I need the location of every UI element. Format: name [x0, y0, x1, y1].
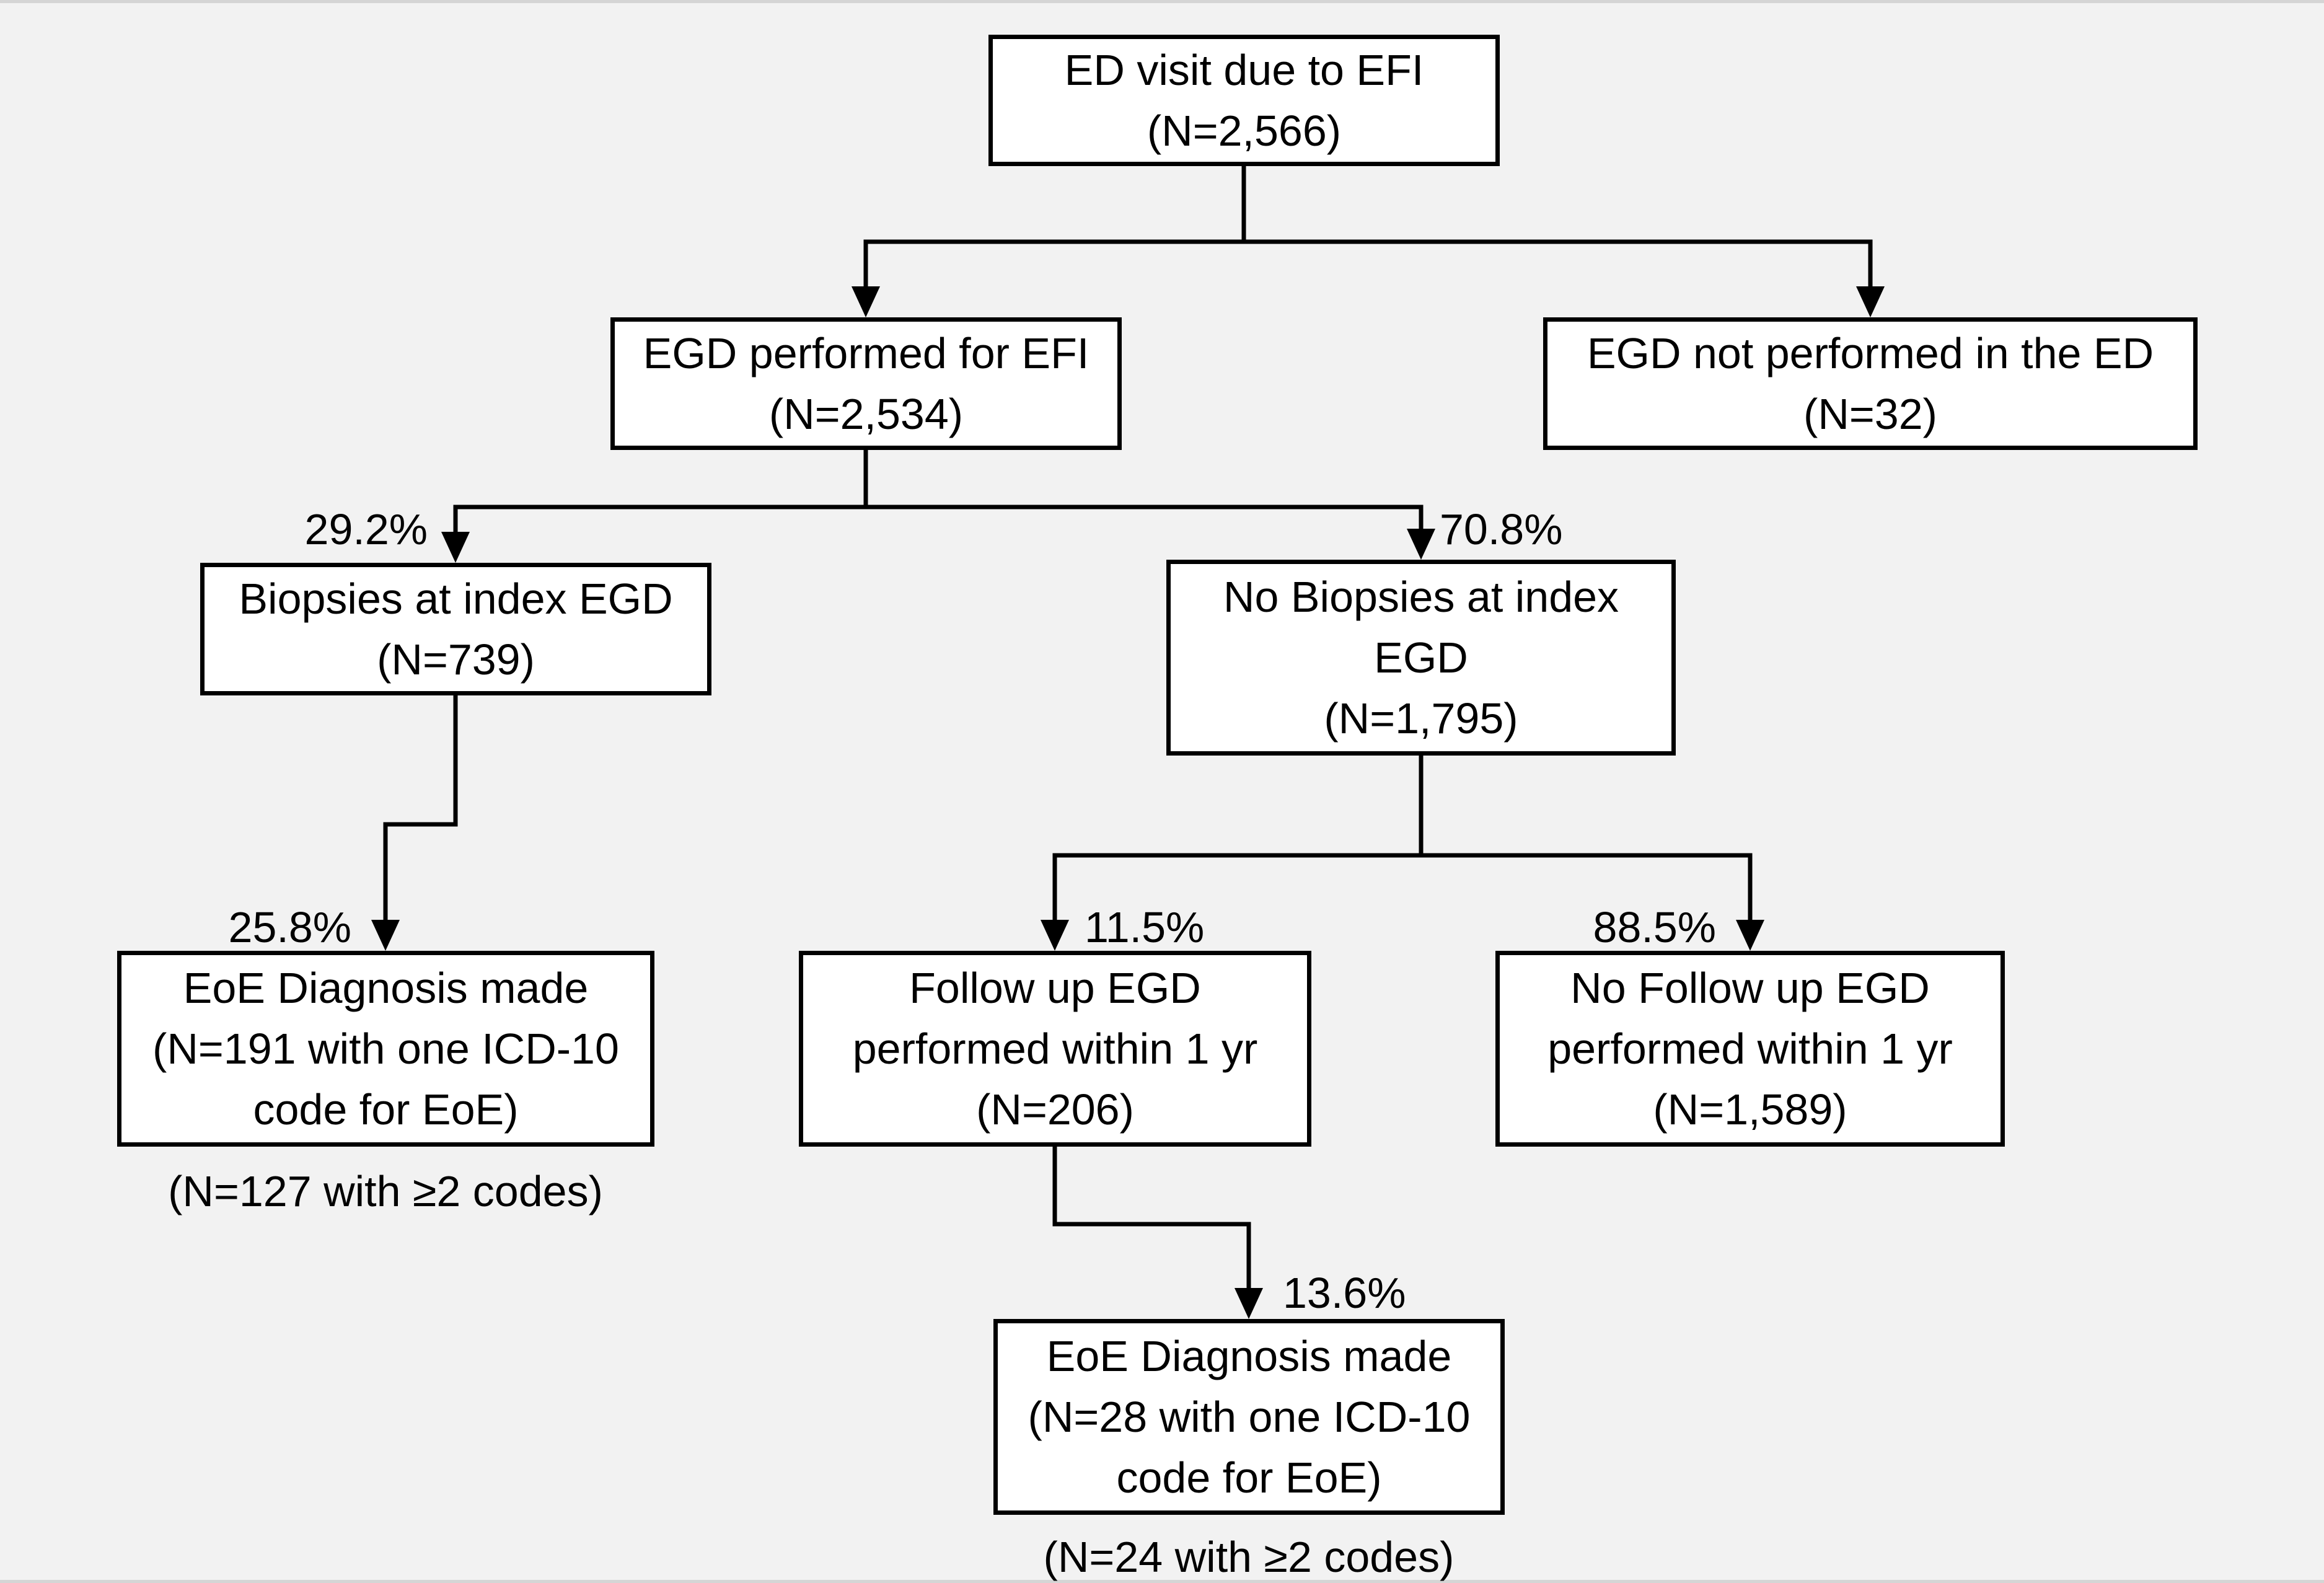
node-line: EoE Diagnosis made: [183, 964, 589, 1012]
node-line: (N=2,534): [768, 390, 964, 438]
node-line: (N=28 with one ICD-10: [1028, 1393, 1471, 1441]
node-line: ED visit due to EFI: [1064, 46, 1424, 94]
edge-label-no-biopsies-pct: 70.8%: [1440, 505, 1563, 553]
node-line: performed within 1 yr: [852, 1025, 1258, 1073]
node-line: (N=191 with one ICD-10: [152, 1025, 619, 1073]
node-line: (N=1,795): [1324, 694, 1518, 743]
node-line: EGD performed for EFI: [643, 329, 1089, 377]
node-line: Follow up EGD: [909, 964, 1201, 1012]
node-followup-egd: Follow up EGD performed within 1 yr (N=2…: [799, 951, 1311, 1147]
arrowhead-to-eoe-dx-followup: [1235, 1288, 1263, 1319]
node-line: EGD: [1374, 633, 1468, 682]
caption-codes-followup: (N=24 with ≥2 codes): [1043, 1533, 1455, 1581]
node-biopsies-index: Biopsies at index EGD (N=739): [200, 563, 711, 695]
edge-label-followup-pct: 11.5%: [1085, 903, 1205, 951]
node-line: (N=206): [976, 1085, 1134, 1134]
node-no-followup-egd: No Follow up EGD performed within 1 yr (…: [1495, 951, 2005, 1147]
node-line: (N=32): [1803, 390, 1937, 438]
node-line: EGD not performed in the ED: [1587, 329, 2154, 377]
node-line: No Biopsies at index: [1223, 573, 1619, 621]
arrowhead-to-egd-performed: [852, 286, 880, 317]
node-line: performed within 1 yr: [1547, 1025, 1953, 1073]
node-line: Biopsies at index EGD: [239, 575, 673, 623]
node-eoe-dx-followup: EoE Diagnosis made (N=28 with one ICD-10…: [993, 1319, 1505, 1515]
bottom-edge-strip: [0, 1580, 2324, 1583]
arrowhead-to-biopsies: [441, 532, 470, 563]
node-ed-visit: ED visit due to EFI (N=2,566): [988, 35, 1500, 166]
node-no-biopsies-index: No Biopsies at index EGD (N=1,795): [1166, 560, 1676, 756]
edge-label-eoe-dx-followup-pct: 13.6%: [1283, 1269, 1406, 1317]
top-edge-strip: [0, 0, 2324, 3]
arrowhead-to-no-biopsies: [1407, 529, 1435, 560]
edge-label-biopsies-pct: 29.2%: [304, 505, 428, 553]
arrowhead-to-no-followup: [1736, 920, 1764, 951]
caption-codes-index: (N=127 with ≥2 codes): [168, 1167, 603, 1215]
node-line: code for EoE): [253, 1085, 519, 1134]
node-egd-performed: EGD performed for EFI (N=2,534): [610, 317, 1122, 450]
node-eoe-dx-index: EoE Diagnosis made (N=191 with one ICD-1…: [117, 951, 654, 1147]
node-line: code for EoE): [1116, 1453, 1382, 1502]
node-line: (N=2,566): [1147, 107, 1342, 155]
node-line: (N=1,589): [1653, 1085, 1847, 1134]
edge-label-no-followup-pct: 88.5%: [1593, 903, 1716, 951]
node-line: (N=739): [377, 635, 535, 684]
node-line: No Follow up EGD: [1570, 964, 1930, 1012]
edge-label-eoe-dx-index-pct: 25.8%: [228, 903, 351, 951]
arrowhead-to-egd-not-performed: [1856, 286, 1885, 317]
node-egd-not-performed: EGD not performed in the ED (N=32): [1543, 317, 2198, 450]
arrowhead-to-eoe-dx-index: [371, 920, 400, 951]
node-line: EoE Diagnosis made: [1046, 1332, 1452, 1380]
arrowhead-to-followup: [1041, 920, 1069, 951]
